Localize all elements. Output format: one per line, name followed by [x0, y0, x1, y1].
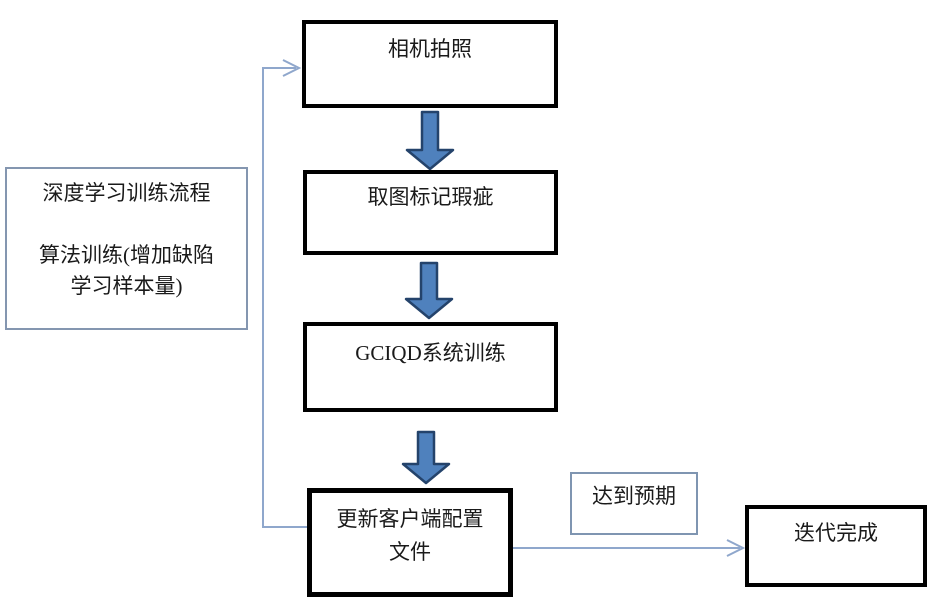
node-update-client-config-label-line1: 更新客户端配置 [336, 507, 484, 531]
node-iteration-complete-label: 迭代完成 [794, 521, 878, 545]
edge-label-expectation-met-text: 达到预期 [592, 484, 676, 508]
side-note-box: 深度学习训练流程 算法训练(增加缺陷 学习样本量) [5, 167, 248, 330]
side-note-title: 深度学习训练流程 [42, 181, 211, 205]
feedback-arrowhead-icon [282, 59, 302, 77]
node-mark-defects-label: 取图标记瑕疵 [367, 185, 494, 209]
side-note-body-line2: 学习样本量) [70, 274, 183, 298]
down-block-arrow-2-icon [404, 261, 454, 320]
down-block-arrow-3-icon [401, 430, 451, 485]
feedback-connector-line [262, 67, 308, 528]
node-iteration-complete: 迭代完成 [745, 505, 927, 587]
node-gciqd-training-label: GCIQD系统训练 [355, 341, 506, 365]
side-note-body-line1: 算法训练(增加缺陷 [39, 242, 214, 267]
node-mark-defects: 取图标记瑕疵 [303, 170, 558, 255]
node-update-client-config-label-line2: 文件 [389, 539, 431, 564]
forward-arrowhead-icon [726, 539, 746, 557]
node-camera-capture: 相机拍照 [302, 20, 558, 108]
node-update-client-config: 更新客户端配置 文件 [307, 488, 513, 597]
edge-label-expectation-met: 达到预期 [570, 472, 698, 535]
node-camera-capture-label: 相机拍照 [388, 37, 472, 61]
node-gciqd-training: GCIQD系统训练 [303, 322, 558, 412]
down-block-arrow-1-icon [405, 110, 455, 171]
